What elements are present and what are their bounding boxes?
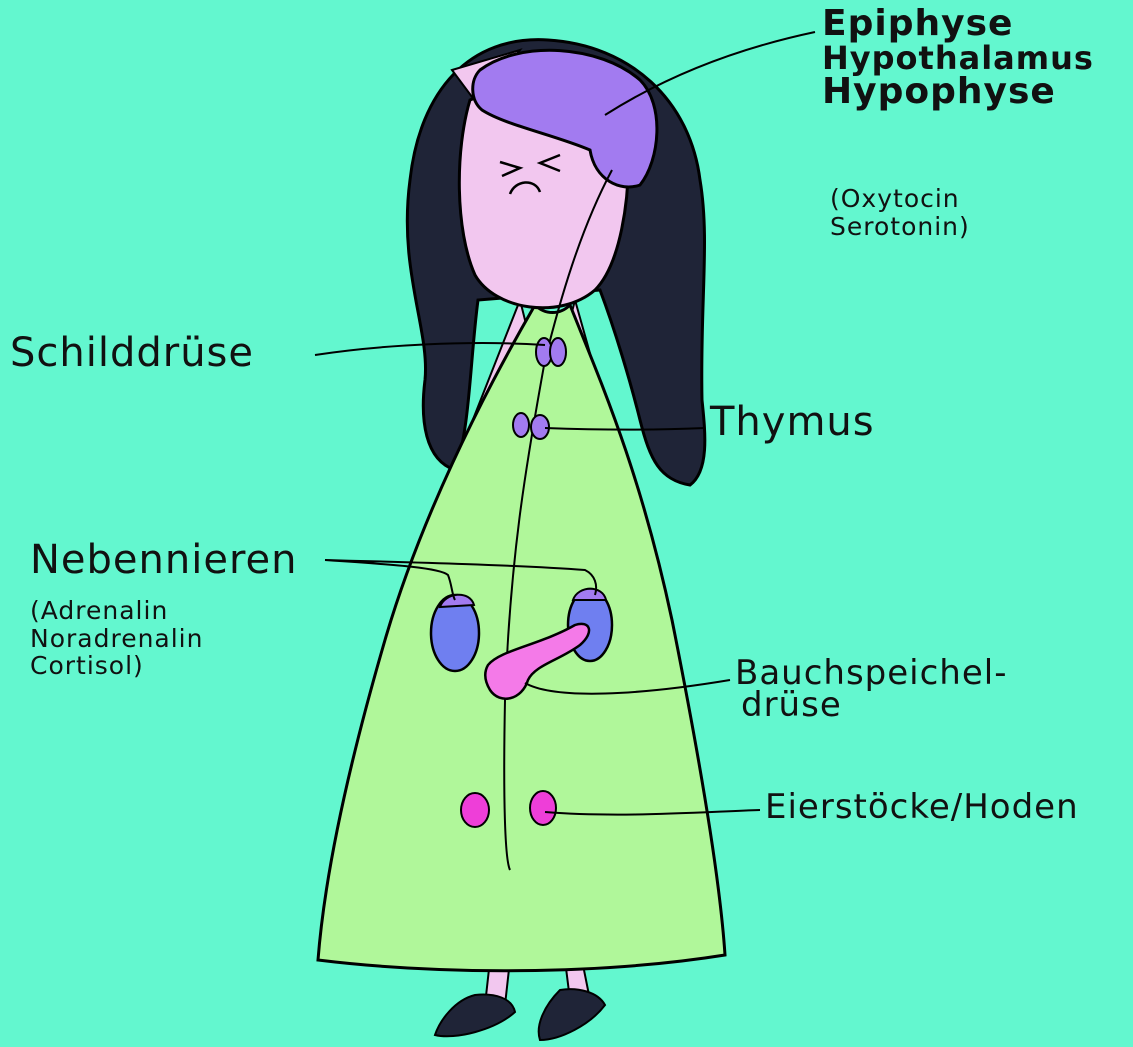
label-hypothalamus: Hypothalamus: [822, 42, 1094, 74]
thyroid-right: [550, 338, 566, 366]
label-cortisol: Cortisol): [30, 652, 203, 680]
label-pancreas-line2: drüse: [735, 689, 1008, 721]
label-thyroid: Schilddrüse: [10, 333, 254, 373]
label-adrenal-note: (Adrenalin Noradrenalin Cortisol): [30, 597, 203, 680]
label-gonads: Eierstöcke/Hoden: [765, 790, 1079, 824]
label-adrenal: Nebennieren: [30, 540, 297, 580]
label-brain-note: (Oxytocin Serotonin): [830, 185, 970, 240]
label-oxytocin: (Oxytocin: [830, 185, 970, 213]
thymus-left: [513, 413, 529, 437]
label-noradrenalin: Noradrenalin: [30, 625, 203, 653]
label-thymus: Thymus: [710, 402, 875, 442]
label-brain-group: Epiphyse Hypothalamus Hypophyse: [822, 6, 1094, 110]
label-adrenalin: (Adrenalin: [30, 597, 203, 625]
ovary-right: [530, 791, 556, 825]
label-pancreas: Bauchspeichel- drüse: [735, 657, 1008, 722]
label-epiphyse: Epiphyse: [822, 6, 1094, 42]
label-serotonin: Serotonin): [830, 213, 970, 241]
label-hypophyse: Hypophyse: [822, 74, 1094, 110]
ovary-left: [461, 793, 489, 827]
thymus-right: [531, 415, 549, 439]
